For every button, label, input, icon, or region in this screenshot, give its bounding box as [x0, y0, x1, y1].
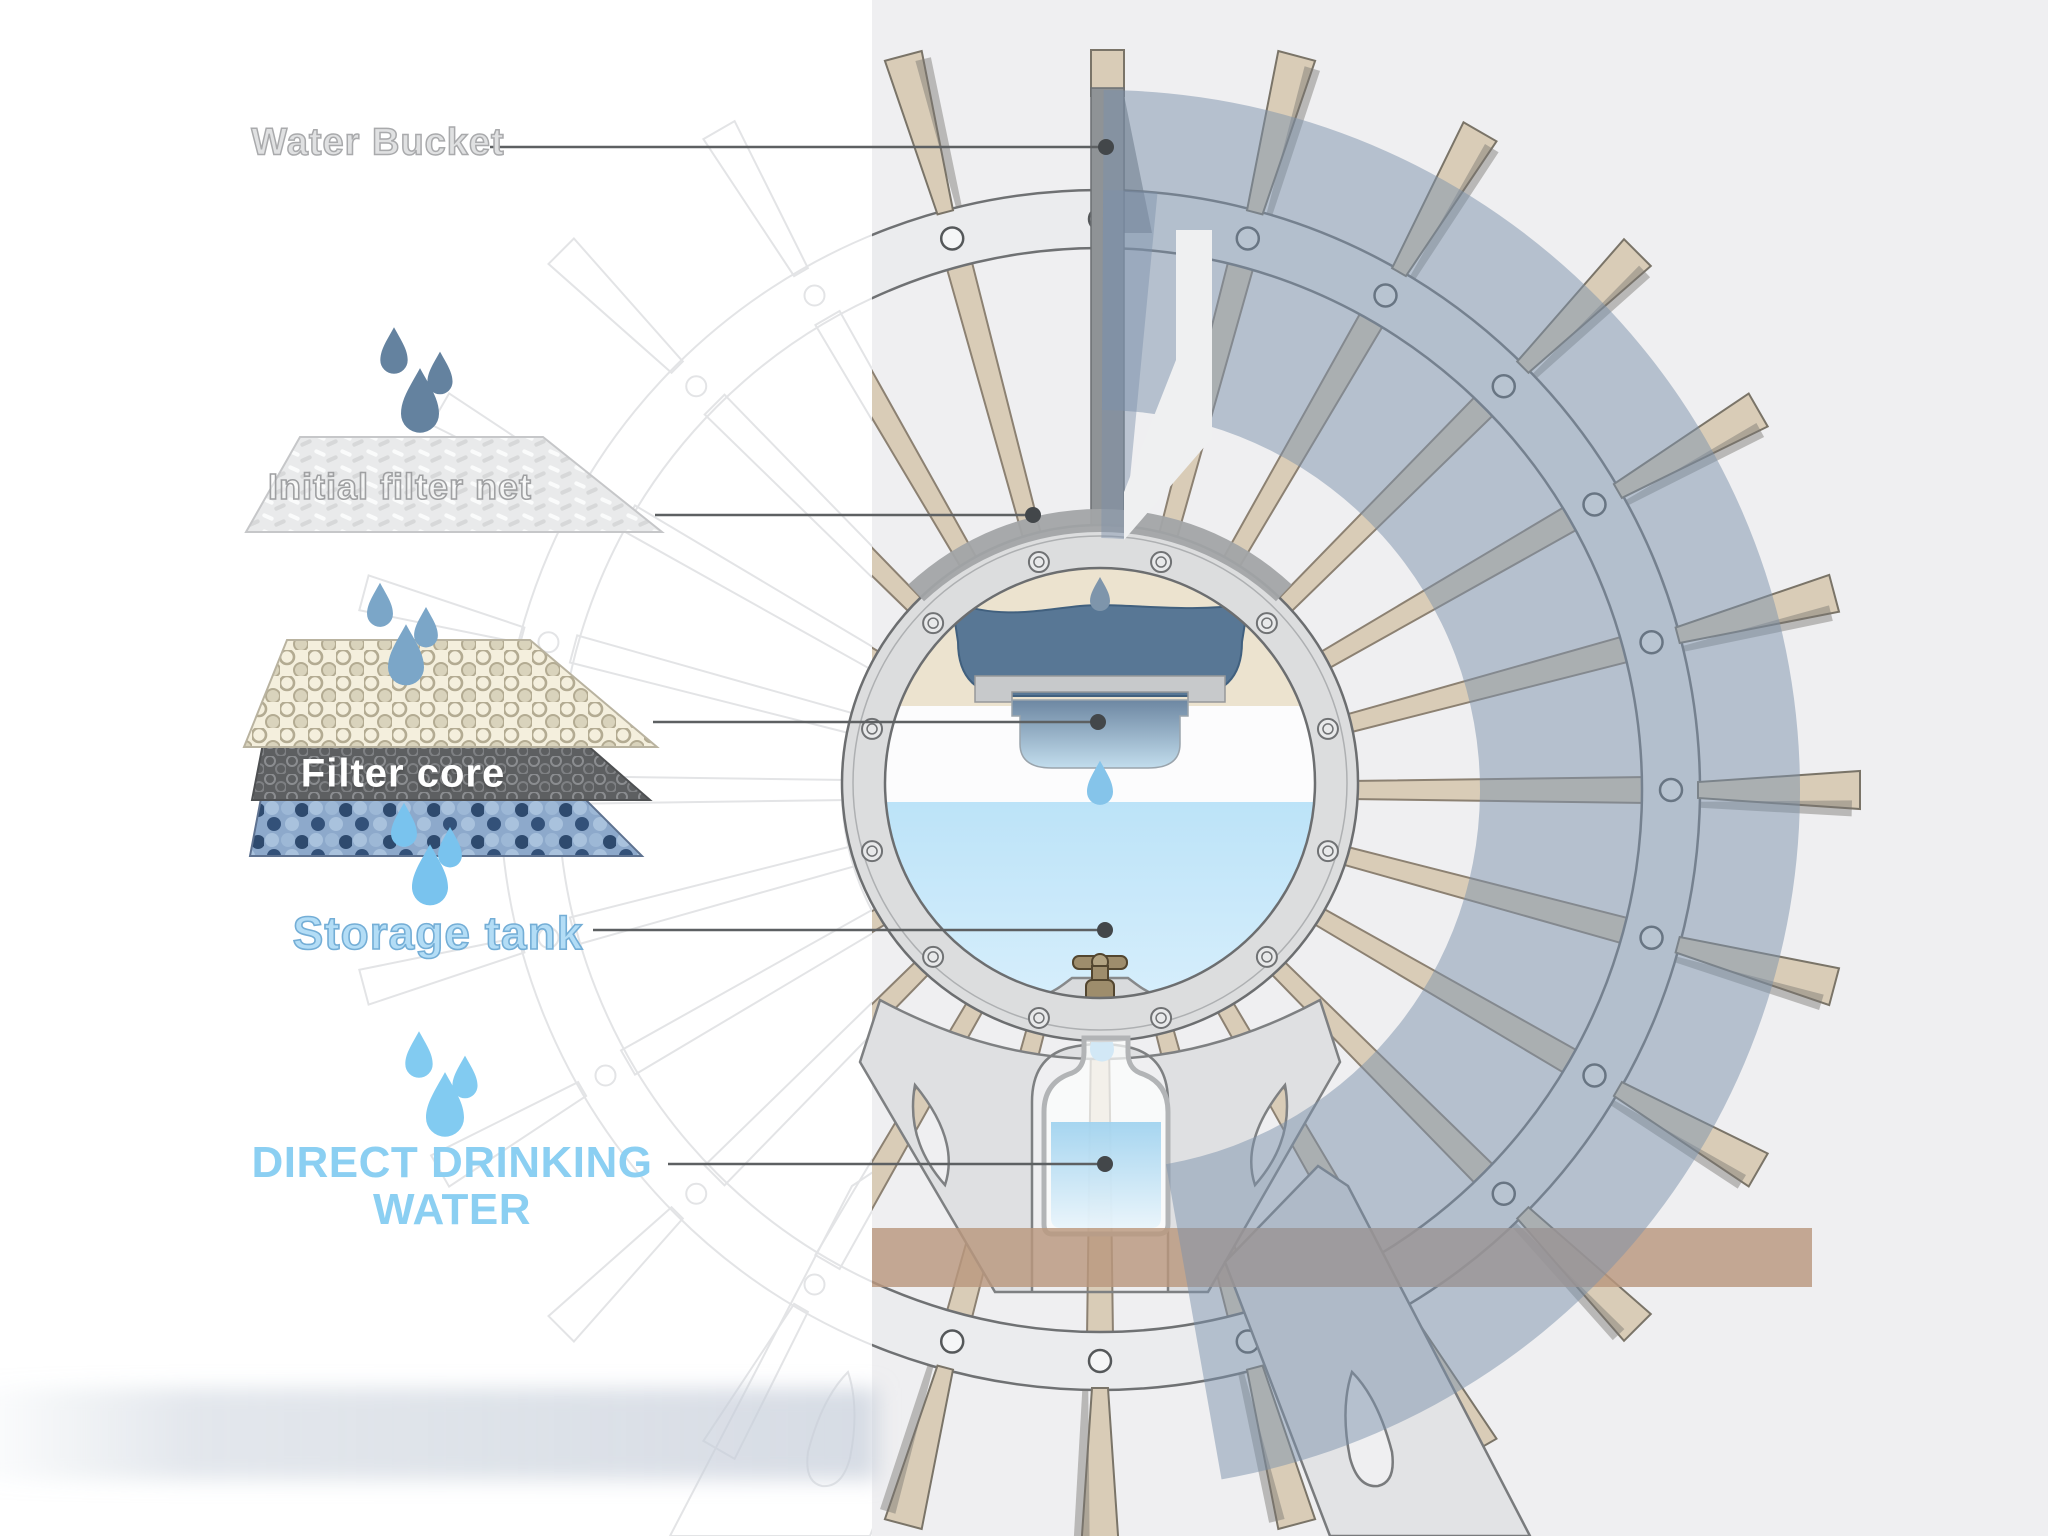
hub-bolts [861, 551, 1339, 1029]
fine-filter-layer [242, 639, 660, 748]
label-direct-line1: DIRECT DRINKING [251, 1138, 653, 1187]
label-initial-filter-net: Initial filter net [267, 465, 533, 508]
pointer-dot-storage-tank [1097, 922, 1113, 938]
label-direct-drinking-water: DIRECT DRINKING WATER [251, 1139, 652, 1233]
filter-stack [242, 436, 665, 857]
bottle-icon [1041, 1035, 1171, 1237]
bottle-water [1051, 1122, 1161, 1228]
shade-notch [1124, 230, 1212, 540]
pointer-dot-initial-filter-net [1025, 507, 1041, 523]
water-drop-groups [367, 327, 478, 1137]
pointer-lines [490, 145, 1106, 1166]
pointer-dot-water-bucket [1098, 139, 1114, 155]
initial-filter-net-layer [244, 436, 665, 533]
tray-bracket [974, 675, 1226, 703]
stored-water-drops-icon [391, 802, 462, 906]
pointer-dot-direct-drinking [1097, 1156, 1113, 1172]
filter-core-unit [1011, 699, 1189, 769]
filtered-water-drops-icon [367, 582, 438, 686]
shadow-band [0, 1388, 878, 1480]
drinking-water-drops-icon [405, 1031, 478, 1137]
hub-top-shade-arc [908, 508, 1292, 602]
label-water-bucket: Water Bucket [251, 121, 505, 165]
hub-ring-inner-line [852, 535, 1348, 1031]
pointer-dots [1025, 139, 1114, 1172]
label-filter-core: Filter core [300, 751, 506, 796]
raw-water-drops-icon [380, 327, 453, 433]
label-direct-line2: WATER [372, 1185, 532, 1234]
rotation-shade-overlay [1101, 90, 1801, 1480]
label-storage-tank: Storage tank [292, 906, 584, 960]
pointer-dot-filter-core [1090, 714, 1106, 730]
